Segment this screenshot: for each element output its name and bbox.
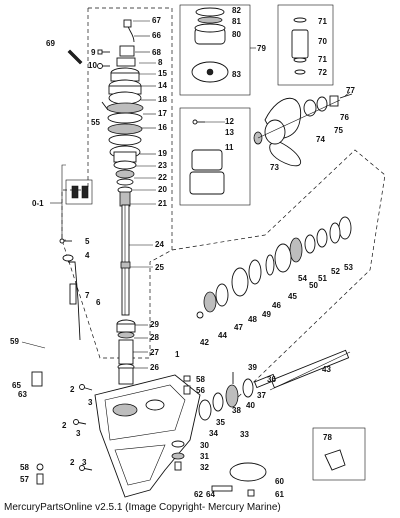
part-label-75: 75 [334,126,343,135]
part-label-30: 30 [200,441,209,450]
part-label-49: 49 [262,310,271,319]
part-label-83: 83 [232,70,241,79]
copyright-footer: MercuryPartsOnline v2.5.1 (Image Copyrig… [4,502,281,513]
part-label-12: 12 [225,117,234,126]
part-label-1: 1 [175,350,180,359]
part-label-70: 70 [318,37,327,46]
part-label-66: 66 [152,31,161,40]
part-label-46: 46 [272,301,281,310]
part-label-24: 24 [155,240,164,249]
part-label-71b: 71 [318,55,327,64]
part-label-25: 25 [155,263,164,272]
part-label-16: 16 [158,123,167,132]
part-label-28: 28 [150,333,159,342]
part-label-0-1: 0-1 [32,199,44,208]
part-label-31: 31 [200,452,209,461]
part-label-54: 54 [298,274,307,283]
part-label-72: 72 [318,68,327,77]
part-label-13: 13 [225,128,234,137]
part-label-22: 22 [158,173,167,182]
driveshaft [59,204,136,385]
part-label-15: 15 [158,69,167,78]
part-label-2b: 2 [62,421,67,430]
part-label-39: 39 [248,363,257,372]
part-label-19: 19 [158,149,167,158]
part-label-78: 78 [323,433,332,442]
part-label-4: 4 [85,251,90,260]
part-label-82: 82 [232,6,241,15]
part-label-59: 59 [10,337,19,346]
part-label-38: 38 [232,406,241,415]
part-label-10: 10 [88,61,97,70]
part-label-71a: 71 [318,17,327,26]
part-label-53: 53 [344,263,353,272]
part-label-52: 52 [331,267,340,276]
part-label-29: 29 [150,320,159,329]
part-label-9: 9 [91,48,96,57]
part-label-73: 73 [270,163,279,172]
part-label-27: 27 [150,348,159,357]
part-label-67: 67 [152,16,161,25]
part-labels: 67 66 68 69 9 10 8 15 14 18 17 16 19 23 … [10,6,355,499]
part-label-3c: 3 [82,458,87,467]
part-label-34: 34 [209,429,218,438]
part-label-69: 69 [46,39,55,48]
part-label-60: 60 [275,477,284,486]
part-label-36: 36 [267,375,276,384]
part-label-14: 14 [158,81,167,90]
part-label-77: 77 [346,86,355,95]
part-label-2c: 2 [70,458,75,467]
part-label-3b: 3 [76,429,81,438]
part-label-8: 8 [158,58,163,67]
part-label-74: 74 [316,135,325,144]
part-label-2a: 2 [70,385,75,394]
part-label-43: 43 [322,365,331,374]
part-label-51: 51 [318,274,327,283]
part-label-3a: 3 [88,398,93,407]
part-label-23: 23 [158,161,167,170]
part-label-42: 42 [200,338,209,347]
part-label-48: 48 [248,315,257,324]
part-label-21: 21 [158,199,167,208]
part-label-79: 79 [257,44,266,53]
part-label-6: 6 [96,298,101,307]
part-label-17: 17 [158,109,167,118]
part-label-61: 61 [275,490,284,499]
part-label-58b: 58 [196,375,205,384]
gearcase-housing [21,341,201,498]
part-label-81: 81 [232,17,241,26]
part-label-37: 37 [257,391,266,400]
part-label-65: 65 [12,381,21,390]
part-label-76: 76 [340,113,349,122]
part-label-57: 57 [20,475,29,484]
leader-lines [129,20,351,369]
part-label-5: 5 [85,237,90,246]
part-label-68: 68 [152,48,161,57]
propshaft-assembly [196,216,352,497]
part-label-18: 18 [158,95,167,104]
part-label-32: 32 [200,463,209,472]
part-label-7: 7 [85,291,90,300]
part-label-64: 64 [206,490,215,499]
part-label-58a: 58 [20,463,29,472]
part-label-26: 26 [150,363,159,372]
part-label-40: 40 [246,401,255,410]
part-label-50: 50 [309,281,318,290]
propeller-assembly [253,93,353,167]
part-label-35: 35 [216,418,225,427]
part-label-44: 44 [218,331,227,340]
part-label-11: 11 [225,143,234,152]
part-label-63: 63 [18,390,27,399]
water-pump-stack [65,19,144,207]
part-label-33: 33 [240,430,249,439]
part-label-80: 80 [232,30,241,39]
part-label-47: 47 [234,323,243,332]
part-label-62: 62 [194,490,203,499]
part-label-55: 55 [91,118,100,127]
part-label-45: 45 [288,292,297,301]
part-label-20: 20 [158,185,167,194]
inset-parts [189,7,346,471]
part-label-56: 56 [196,386,205,395]
